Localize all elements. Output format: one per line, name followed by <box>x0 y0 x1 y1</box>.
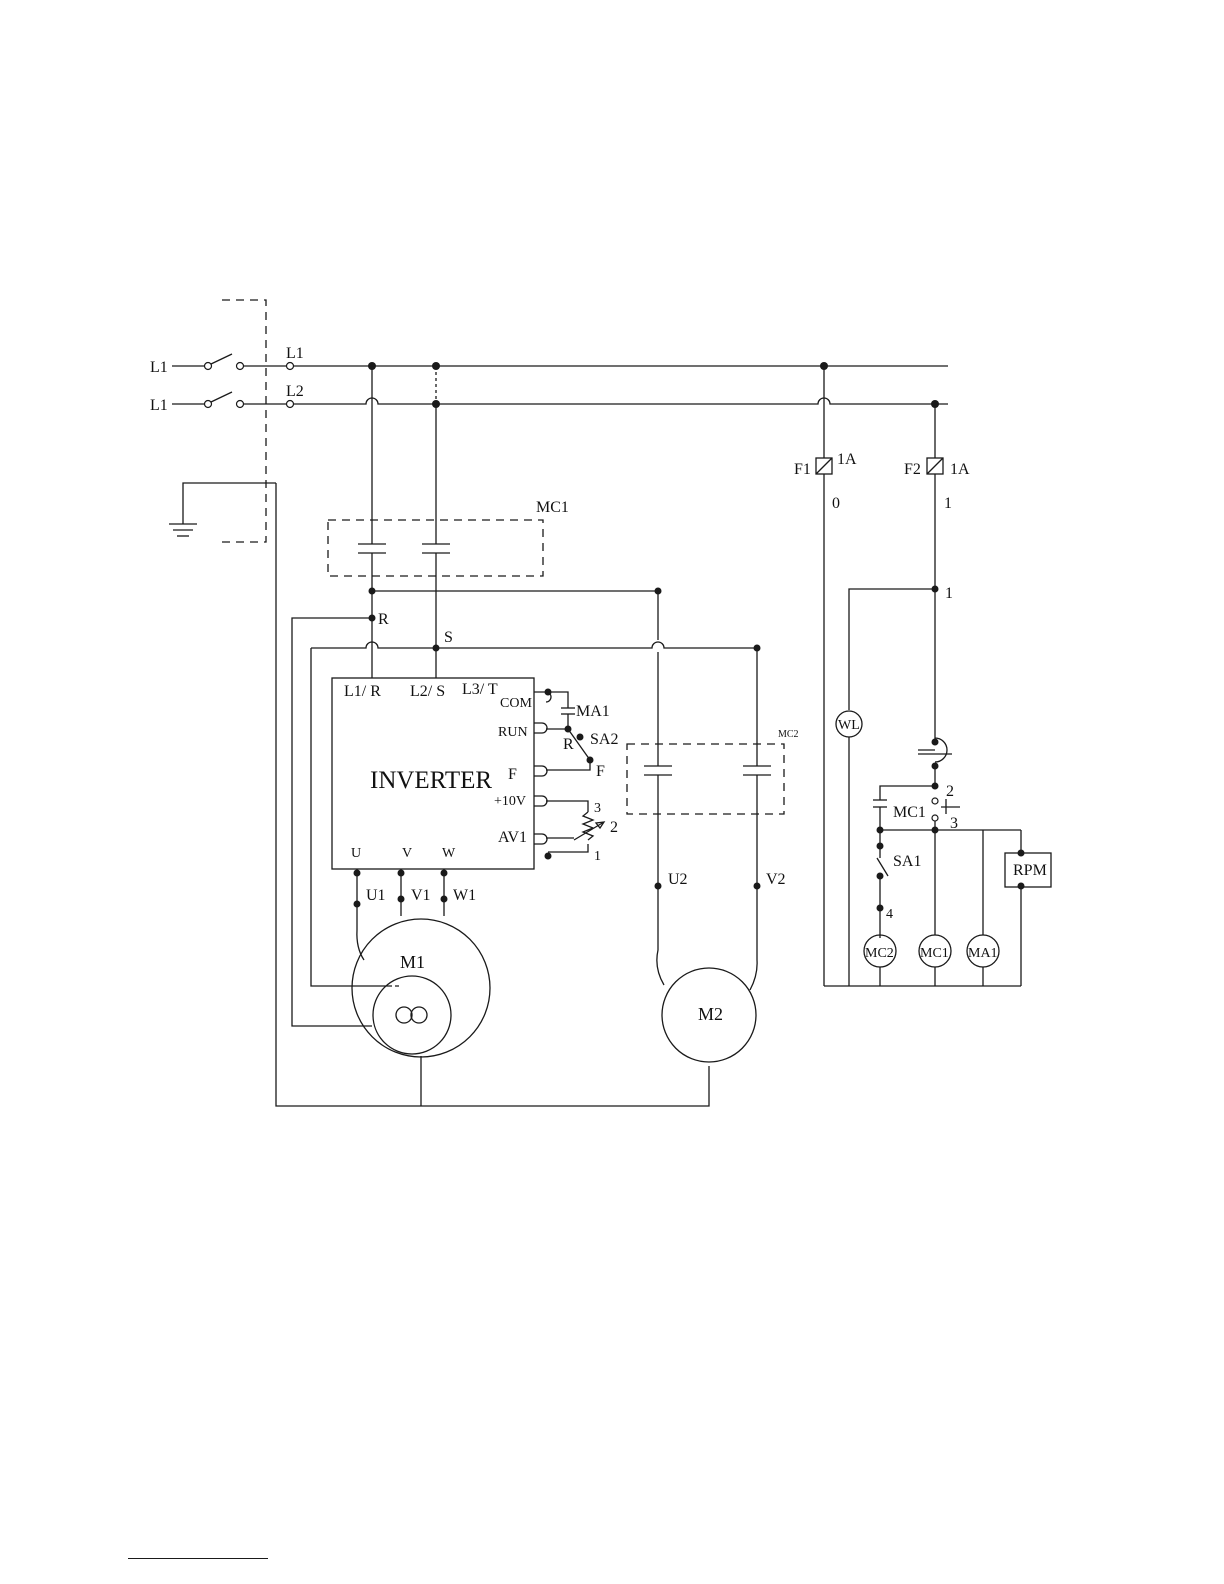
f1-label: F1 <box>794 461 811 478</box>
inv-term-u: U <box>351 846 361 861</box>
supply-bus <box>294 362 948 408</box>
v2-label: V2 <box>766 871 786 888</box>
ground-symbol <box>169 483 709 1106</box>
f2-label: F2 <box>904 461 921 478</box>
sa2-f-label: F <box>596 763 605 780</box>
rpm-meter-label: RPM <box>1013 862 1047 879</box>
node-4-label: 4 <box>886 907 893 922</box>
mc1-contactor <box>328 366 543 678</box>
supply-label-2: L1 <box>150 397 168 414</box>
inv-term-l3t: L3/ T <box>462 681 498 698</box>
inv-term-10v: +10V <box>494 794 526 809</box>
rs-wiring <box>292 588 761 1027</box>
w1-label: W1 <box>453 887 476 904</box>
inv-term-av1: AV1 <box>498 829 527 846</box>
bus-label-l2: L2 <box>286 383 304 400</box>
mc2-label: MC2 <box>778 729 799 740</box>
wire-number-0: 0 <box>832 495 840 512</box>
mc1-aux-label: MC1 <box>893 804 926 821</box>
coil-mc2-label: MC2 <box>865 946 894 961</box>
u2-label: U2 <box>668 871 688 888</box>
bus-label-l1: L1 <box>286 345 304 362</box>
inv-term-com: COM <box>500 696 532 711</box>
pot-1-label: 1 <box>594 849 601 864</box>
inv-term-f: F <box>508 766 517 783</box>
pot-2-label: 2 <box>610 819 618 836</box>
coil-mc1-label: MC1 <box>920 946 949 961</box>
s-node-label: S <box>444 629 453 646</box>
inv-term-run: RUN <box>498 725 528 740</box>
f2-rating: 1A <box>950 461 970 478</box>
node-2-label: 2 <box>946 783 954 800</box>
wl-lamp-label: WL <box>838 718 860 733</box>
coil-ma1-label: MA1 <box>968 946 998 961</box>
footnote-rule <box>128 1558 268 1559</box>
inverter-title: INVERTER <box>370 767 492 794</box>
node-3-label: 3 <box>950 815 958 832</box>
inv-term-l2s: L2/ S <box>410 683 445 700</box>
motor-m2-label: M2 <box>698 1004 723 1024</box>
r-node-label: R <box>378 611 389 628</box>
motor-m2 <box>655 883 761 1063</box>
supply-label-1: L1 <box>150 359 168 376</box>
v1-label: V1 <box>411 887 431 904</box>
u1-label: U1 <box>366 887 386 904</box>
inv-term-l1r: L1/ R <box>344 683 381 700</box>
wire-number-1a: 1 <box>944 495 952 512</box>
mc1-label: MC1 <box>536 499 569 516</box>
wire-number-1b: 1 <box>945 585 953 602</box>
inv-term-v: V <box>402 846 412 861</box>
sa2-r-label: R <box>563 736 574 753</box>
ma1-contact-label: MA1 <box>576 703 610 720</box>
f1-rating: 1A <box>837 451 857 468</box>
mc2-contactor <box>627 744 784 886</box>
main-breaker <box>172 300 294 542</box>
pot-3-label: 3 <box>594 801 601 816</box>
sa2-label: SA2 <box>590 731 618 748</box>
inv-term-w: W <box>442 846 456 861</box>
motor-m1-label: M1 <box>400 952 425 972</box>
sa1-label: SA1 <box>893 853 921 870</box>
